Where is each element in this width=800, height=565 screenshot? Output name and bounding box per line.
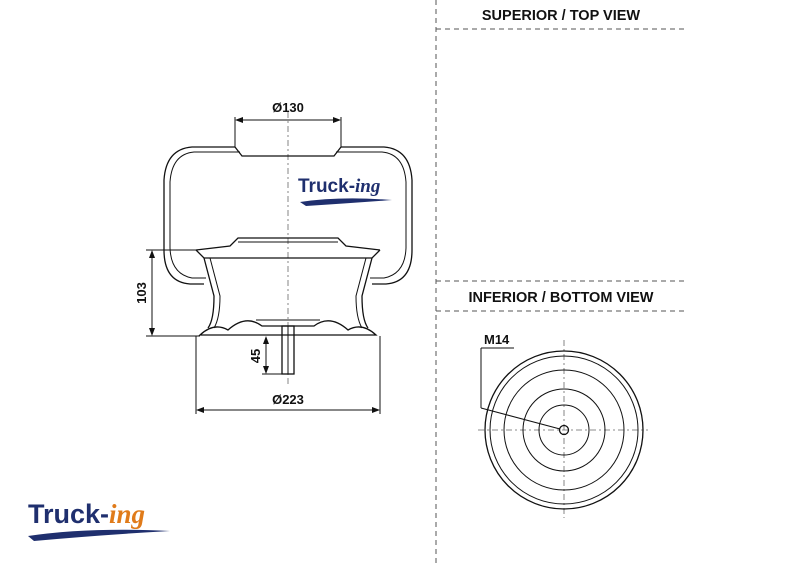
thread-label: M14 (484, 332, 510, 347)
top-view-title: SUPERIOR / TOP VIEW (482, 8, 641, 24)
piston-body (203, 257, 373, 329)
bellow-brand-main: Truck- (298, 176, 355, 197)
piston-body-inner (209, 257, 367, 329)
dim-height-label: 103 (134, 282, 149, 304)
plate-rim-circle (489, 355, 639, 505)
bottom-view: M14 (478, 332, 648, 518)
thread-leader-line (480, 407, 561, 430)
inner-ring-circle (522, 388, 606, 472)
brand-logo-script: ing (109, 499, 145, 529)
hub-circle (538, 404, 590, 456)
dim-top-diameter-label: Ø130 (272, 100, 304, 115)
top-bead-plate (234, 146, 342, 157)
brand-logo: Truck-ing (28, 499, 170, 541)
dim-stud-arrow-top (263, 336, 269, 344)
dim-height-arrow-top (149, 250, 155, 258)
dim-top-arrow-right (333, 117, 341, 123)
dim-height-arrow-bottom (149, 328, 155, 336)
svg-text:Truck-ing: Truck-ing (28, 499, 145, 529)
dim-stud-label: 45 (248, 349, 263, 363)
bellow-brand-mark: Truck-ing (298, 176, 392, 206)
brand-logo-main: Truck- (28, 499, 109, 529)
bottom-view-title: INFERIOR / BOTTOM VIEW (468, 290, 653, 306)
dim-base-arrow-right (372, 407, 380, 413)
piston-crown (195, 237, 381, 259)
bellow-brand-swoosh (300, 198, 392, 206)
bottom-plate (198, 320, 378, 336)
dim-stud-arrow-bottom (263, 366, 269, 374)
bellow-inner-line (169, 151, 407, 279)
stud-hole-circle (558, 424, 570, 436)
side-view: Ø130 103 45 Ø223 Truck-ing (134, 100, 413, 414)
outer-plate-circle (484, 350, 644, 510)
bellow-brand-script: ing (355, 176, 380, 197)
svg-text:Truck-ing: Truck-ing (298, 176, 380, 197)
dim-base-diameter-label: Ø223 (272, 392, 304, 407)
dim-top-arrow-left (235, 117, 243, 123)
dim-base-arrow-left (196, 407, 204, 413)
brand-logo-swoosh (28, 529, 170, 541)
bellow-outline (163, 146, 413, 285)
piston-circle (503, 369, 625, 491)
